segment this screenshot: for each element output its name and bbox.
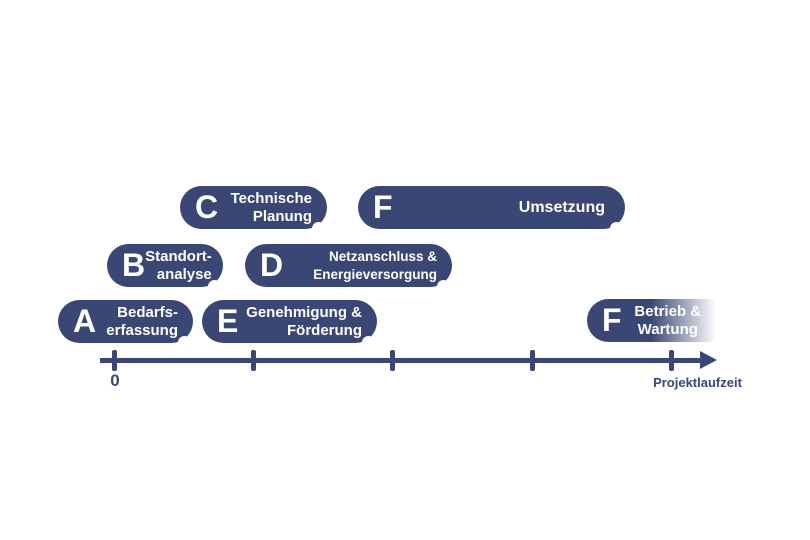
- phase-label-b-line2: analyse: [156, 265, 212, 283]
- phase-letter-f-umsetzung: F: [373, 189, 393, 225]
- phase-label-f-umsetzung: Umsetzung: [518, 198, 605, 216]
- phase-pill-d: D Netzanschluss & Energieversorgung: [245, 244, 452, 293]
- phase-label-d: Netzanschluss & Energieversorgung: [283, 248, 452, 284]
- phase-pill-b: B Standort- analyse: [107, 244, 223, 293]
- phase-letter-c: C: [195, 189, 219, 225]
- phase-label-a-line1: Bedarfs-: [117, 303, 178, 321]
- axis-tick-5: [669, 350, 674, 371]
- phase-pill-e: E Genehmigung & Förderung: [202, 300, 377, 349]
- phase-label-c: Technische Planung: [218, 190, 327, 226]
- phase-label-e: Genehmigung & Förderung: [238, 304, 377, 340]
- time-axis-line: [100, 358, 705, 363]
- phase-label-f-betrieb-line2: Wartung: [637, 320, 698, 338]
- phase-letter-f-betrieb: F: [602, 302, 622, 338]
- phase-pill-f-betrieb: F Betrieb & Wartung: [587, 299, 720, 342]
- phase-label-c-line1: Technische: [230, 189, 312, 207]
- phase-letter-d: D: [260, 247, 284, 283]
- phase-letter-e: E: [217, 303, 239, 339]
- phase-pill-a: A Bedarfs- erfassung: [58, 300, 193, 349]
- phase-letter-a: A: [73, 303, 97, 339]
- phase-label-d-line1: Netzanschluss &: [328, 248, 437, 264]
- phase-label-c-line2: Planung: [252, 207, 312, 225]
- phase-label-f-betrieb-line1: Betrieb &: [634, 302, 702, 320]
- phase-label-d-line2: Energieversorgung: [313, 266, 437, 282]
- phase-label-e-line1: Genehmigung &: [246, 303, 362, 321]
- phase-label-b: Standort- analyse: [145, 248, 227, 284]
- phase-label-a: Bedarfs- erfassung: [96, 304, 193, 340]
- phase-pill-c: C Technische Planung: [180, 186, 327, 235]
- axis-tick-3: [390, 350, 395, 371]
- axis-title: Projektlaufzeit: [653, 375, 742, 390]
- axis-tick-2: [251, 350, 256, 371]
- phase-pill-f-umsetzung: F Umsetzung: [358, 186, 625, 235]
- axis-tick-1: [112, 350, 117, 371]
- axis-tick-4: [530, 350, 535, 371]
- phase-label-a-line2: erfassung: [106, 321, 178, 339]
- phase-letter-b: B: [122, 247, 146, 283]
- axis-origin-label: 0: [110, 371, 120, 390]
- axis-arrowhead-icon: [700, 351, 717, 369]
- phase-label-b-line1: Standort-: [145, 247, 212, 265]
- phase-label-f-betrieb: Betrieb & Wartung: [622, 303, 720, 339]
- phase-label-e-line2: Förderung: [287, 321, 362, 339]
